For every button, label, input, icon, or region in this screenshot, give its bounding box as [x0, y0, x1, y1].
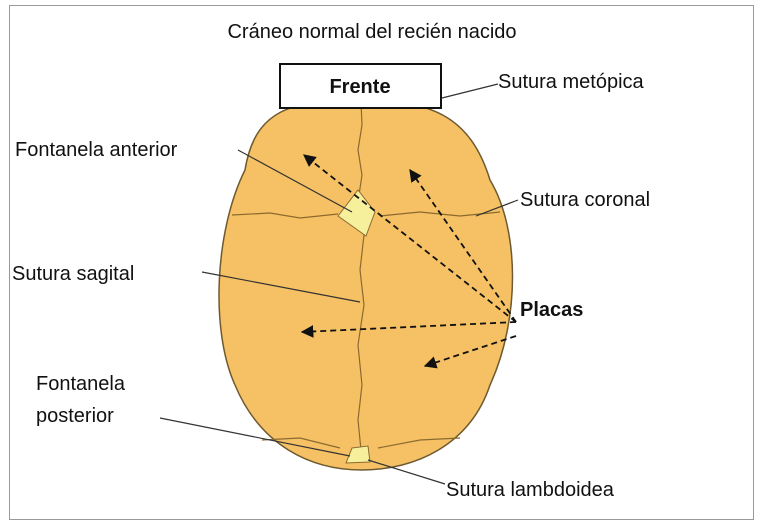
label-fontanela-posterior-1: Fontanela [36, 373, 126, 395]
label-placas: Placas [520, 299, 583, 321]
label-fontanela-posterior-2: posterior [36, 405, 114, 427]
diagram-title: Cráneo normal del recién nacido [227, 21, 516, 43]
label-sutura-sagital: Sutura sagital [12, 263, 134, 285]
label-sutura-coronal: Sutura coronal [520, 189, 650, 211]
label-sutura-lambdoidea: Sutura lambdoidea [446, 479, 615, 501]
label-sutura-metopica: Sutura metópica [498, 71, 645, 93]
leader-sutura-metopica [442, 84, 498, 98]
front-label: Frente [329, 76, 390, 98]
label-fontanela-anterior: Fontanela anterior [15, 139, 178, 161]
